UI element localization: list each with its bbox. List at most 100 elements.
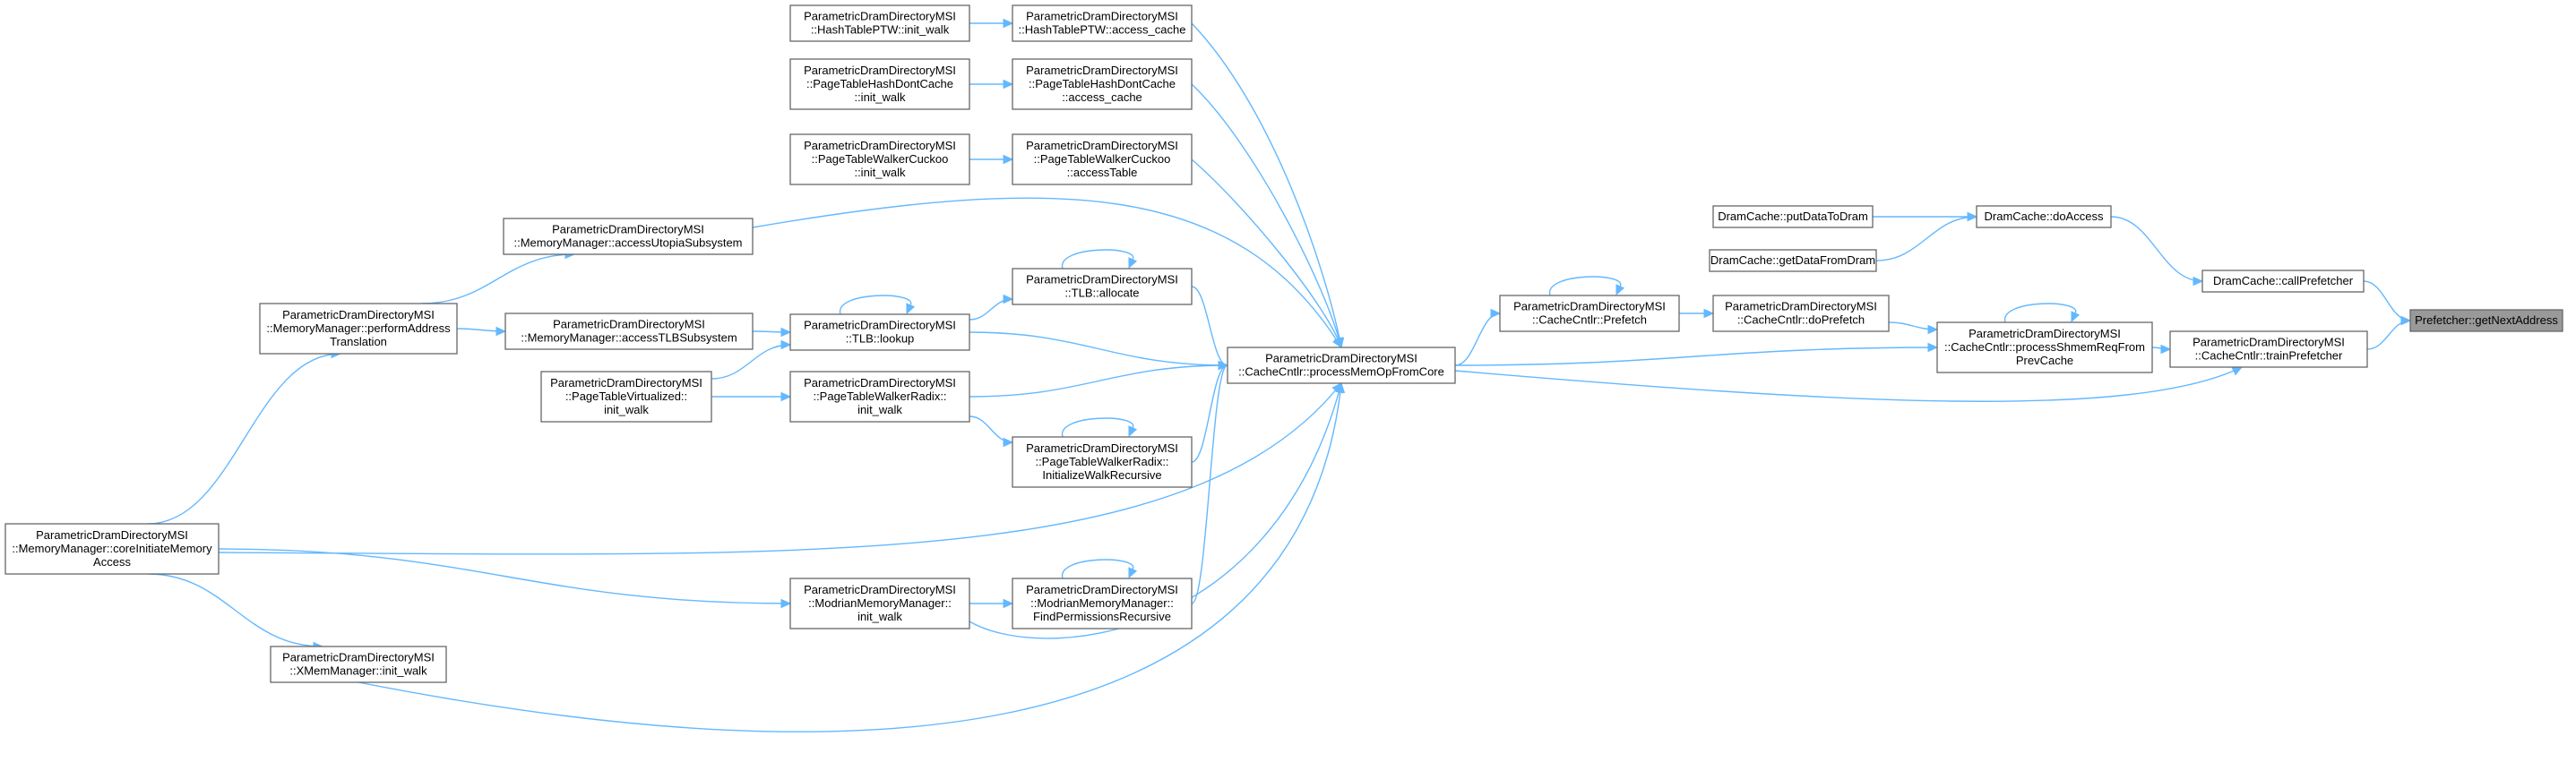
node-box	[1012, 4, 1193, 42]
node-label-line: ParametricDramDirectoryMSI	[1026, 139, 1178, 152]
edge-ptVirtInitWalk-to-tlbLookup	[711, 339, 792, 380]
node-label-line: ::XMemManager::init_walk	[289, 664, 427, 678]
node-box	[789, 578, 970, 629]
node-callPrefetcher[interactable]: DramCache::callPrefetcher	[2201, 270, 2365, 293]
edge-cuckooAccessTable-to-processMemOp	[1191, 158, 1343, 349]
node-processShmem[interactable]: ParametricDramDirectoryMSI::CacheCntlr::…	[1936, 321, 2153, 373]
node-label-line: ParametricDramDirectoryMSI	[550, 376, 702, 390]
node-label-line: DramCache::putDataToDram	[1718, 210, 1868, 223]
node-label-line: ::MemoryManager::performAddress	[266, 321, 451, 335]
node-xmemInitWalk[interactable]: ParametricDramDirectoryMSI::XMemManager:…	[270, 646, 447, 683]
node-box	[789, 371, 970, 423]
node-label-line: ParametricDramDirectoryMSI	[804, 583, 956, 596]
node-label-line: ::accessTable	[1067, 166, 1138, 179]
node-label-line: PrevCache	[2016, 354, 2073, 367]
edge-radixInitWalk-to-radixInitRec	[969, 415, 1014, 448]
node-label-line: ParametricDramDirectoryMSI	[1026, 273, 1178, 287]
edge-tlbAllocate-to-processMemOp	[1191, 286, 1229, 371]
edge-modrianInitWalk-to-modrianFindPerm	[969, 598, 1014, 609]
node-box	[2201, 270, 2365, 293]
node-coreInitiate[interactable]: ParametricDramDirectoryMSI::MemoryManage…	[4, 523, 220, 575]
node-modrianInitWalk[interactable]: ParametricDramDirectoryMSI::ModrianMemor…	[789, 578, 970, 629]
node-label-line: ::PageTableWalkerCuckoo	[812, 152, 949, 166]
node-putDataToDram[interactable]: DramCache::putDataToDram	[1712, 205, 1874, 228]
node-trainPrefetcher[interactable]: ParametricDramDirectoryMSI::CacheCntlr::…	[2169, 330, 2368, 368]
node-label-line: ::CacheCntlr::doPrefetch	[1737, 313, 1865, 327]
node-label-line: ::init_walk	[854, 166, 906, 179]
node-radixInitRec[interactable]: ParametricDramDirectoryMSI::PageTableWal…	[1012, 436, 1193, 488]
node-accessTLBSub[interactable]: ParametricDramDirectoryMSI::MemoryManage…	[504, 313, 754, 350]
edge-ptVirtInitWalk-to-radixInitWalk	[711, 391, 792, 402]
node-getNextAddress[interactable]: Prefetcher::getNextAddress	[2409, 309, 2563, 332]
node-processMemOp[interactable]: ParametricDramDirectoryMSI::CacheCntlr::…	[1227, 347, 1456, 384]
node-modrianFindPerm[interactable]: ParametricDramDirectoryMSI::ModrianMemor…	[1012, 578, 1193, 629]
node-box	[503, 218, 754, 255]
node-perfAddrTrans[interactable]: ParametricDramDirectoryMSI::MemoryManage…	[259, 303, 458, 355]
node-box	[1012, 436, 1193, 488]
node-box	[4, 523, 220, 575]
node-box	[2409, 309, 2563, 332]
edge-prefetch-to-prefetch	[1549, 276, 1625, 296]
node-box	[789, 313, 970, 351]
node-doAccess[interactable]: DramCache::doAccess	[1976, 205, 2112, 228]
node-label-line: ParametricDramDirectoryMSI	[804, 376, 956, 390]
node-label-line: ::init_walk	[854, 90, 906, 104]
node-label-line: ::ModrianMemoryManager::	[1030, 596, 1174, 610]
node-label-line: DramCache::doAccess	[1985, 210, 2104, 223]
node-label-line: ::PageTableWalkerRadix::	[813, 390, 946, 403]
node-label-line: ::CacheCntlr::trainPrefetcher	[2195, 349, 2343, 363]
node-phdcAccessCache[interactable]: ParametricDramDirectoryMSI::PageTableHas…	[1012, 58, 1193, 110]
node-label-line: ::access_cache	[1062, 90, 1142, 104]
node-label-line: ::PageTableVirtualized::	[565, 390, 687, 403]
node-label-line: ParametricDramDirectoryMSI	[553, 318, 705, 331]
node-box	[789, 4, 970, 42]
node-htInitWalk[interactable]: ParametricDramDirectoryMSI::HashTablePTW…	[789, 4, 970, 42]
node-label-line: InitializeWalkRecursive	[1042, 468, 1161, 482]
edge-doPrefetch-to-processShmem	[1888, 321, 1939, 335]
node-box	[1712, 205, 1874, 228]
node-label-line: ::PageTableHashDontCache	[1029, 77, 1176, 90]
node-box	[1012, 133, 1193, 185]
node-doPrefetch[interactable]: ParametricDramDirectoryMSI::CacheCntlr::…	[1712, 295, 1890, 332]
node-label-line: ParametricDramDirectoryMSI	[36, 528, 188, 542]
node-label-line: ::MemoryManager::accessUtopiaSubsystem	[513, 236, 742, 250]
node-label-line: ::CacheCntlr::Prefetch	[1532, 313, 1647, 327]
node-getDataFromDram[interactable]: DramCache::getDataFromDram	[1709, 249, 1877, 272]
edge-cuckooInitWalk-to-cuckooAccessTable	[969, 154, 1014, 165]
edge-modrianFindPerm-to-modrianFindPerm	[1062, 559, 1138, 579]
edge-tlbLookup-to-processMemOp	[969, 331, 1229, 371]
node-cuckooInitWalk[interactable]: ParametricDramDirectoryMSI::PageTableWal…	[789, 133, 970, 185]
node-label-line: ::PageTableWalkerRadix::	[1035, 455, 1168, 468]
node-label-line: ::HashTablePTW::init_walk	[811, 23, 950, 37]
node-box	[1709, 249, 1877, 272]
edge-phdcInitWalk-to-phdcAccessCache	[969, 79, 1014, 90]
edge-htInitWalk-to-htAccessCache	[969, 18, 1014, 29]
node-box	[1712, 295, 1890, 332]
node-htAccessCache[interactable]: ParametricDramDirectoryMSI::HashTablePTW…	[1012, 4, 1193, 42]
node-label-line: ParametricDramDirectoryMSI	[804, 139, 956, 152]
node-phdcInitWalk[interactable]: ParametricDramDirectoryMSI::PageTableHas…	[789, 58, 970, 110]
node-label-line: init_walk	[857, 610, 902, 623]
node-prefetch[interactable]: ParametricDramDirectoryMSI::CacheCntlr::…	[1499, 295, 1680, 332]
node-cuckooAccessTable[interactable]: ParametricDramDirectoryMSI::PageTableWal…	[1012, 133, 1193, 185]
node-label-line: ::CacheCntlr::processShmemReqFrom	[1944, 340, 2145, 354]
node-accessUtopia[interactable]: ParametricDramDirectoryMSI::MemoryManage…	[503, 218, 754, 255]
node-label-line: ParametricDramDirectoryMSI	[1513, 300, 1666, 313]
edge-putDataToDram-to-doAccess	[1873, 211, 1978, 222]
node-label-line: ParametricDramDirectoryMSI	[804, 64, 956, 77]
node-label-line: ParametricDramDirectoryMSI	[1026, 441, 1178, 455]
node-label-line: ::HashTablePTW::access_cache	[1019, 23, 1186, 37]
edge-perfAddrTrans-to-accessTLBSub	[456, 326, 507, 337]
node-tlbAllocate[interactable]: ParametricDramDirectoryMSI::TLB::allocat…	[1012, 268, 1193, 305]
node-box	[1499, 295, 1680, 332]
node-tlbLookup[interactable]: ParametricDramDirectoryMSI::TLB::lookup	[789, 313, 970, 351]
edge-trainPrefetcher-to-getNextAddress	[2366, 315, 2412, 350]
node-label-line: ParametricDramDirectoryMSI	[1026, 583, 1178, 596]
node-label-line: Prefetcher::getNextAddress	[2415, 313, 2558, 327]
node-radixInitWalk[interactable]: ParametricDramDirectoryMSI::PageTableWal…	[789, 371, 970, 423]
edge-processShmem-to-trainPrefetcher	[2151, 344, 2172, 355]
node-ptVirtInitWalk[interactable]: ParametricDramDirectoryMSI::PageTableVir…	[540, 371, 712, 423]
node-label-line: ParametricDramDirectoryMSI	[2193, 336, 2345, 349]
node-box	[1227, 347, 1456, 384]
